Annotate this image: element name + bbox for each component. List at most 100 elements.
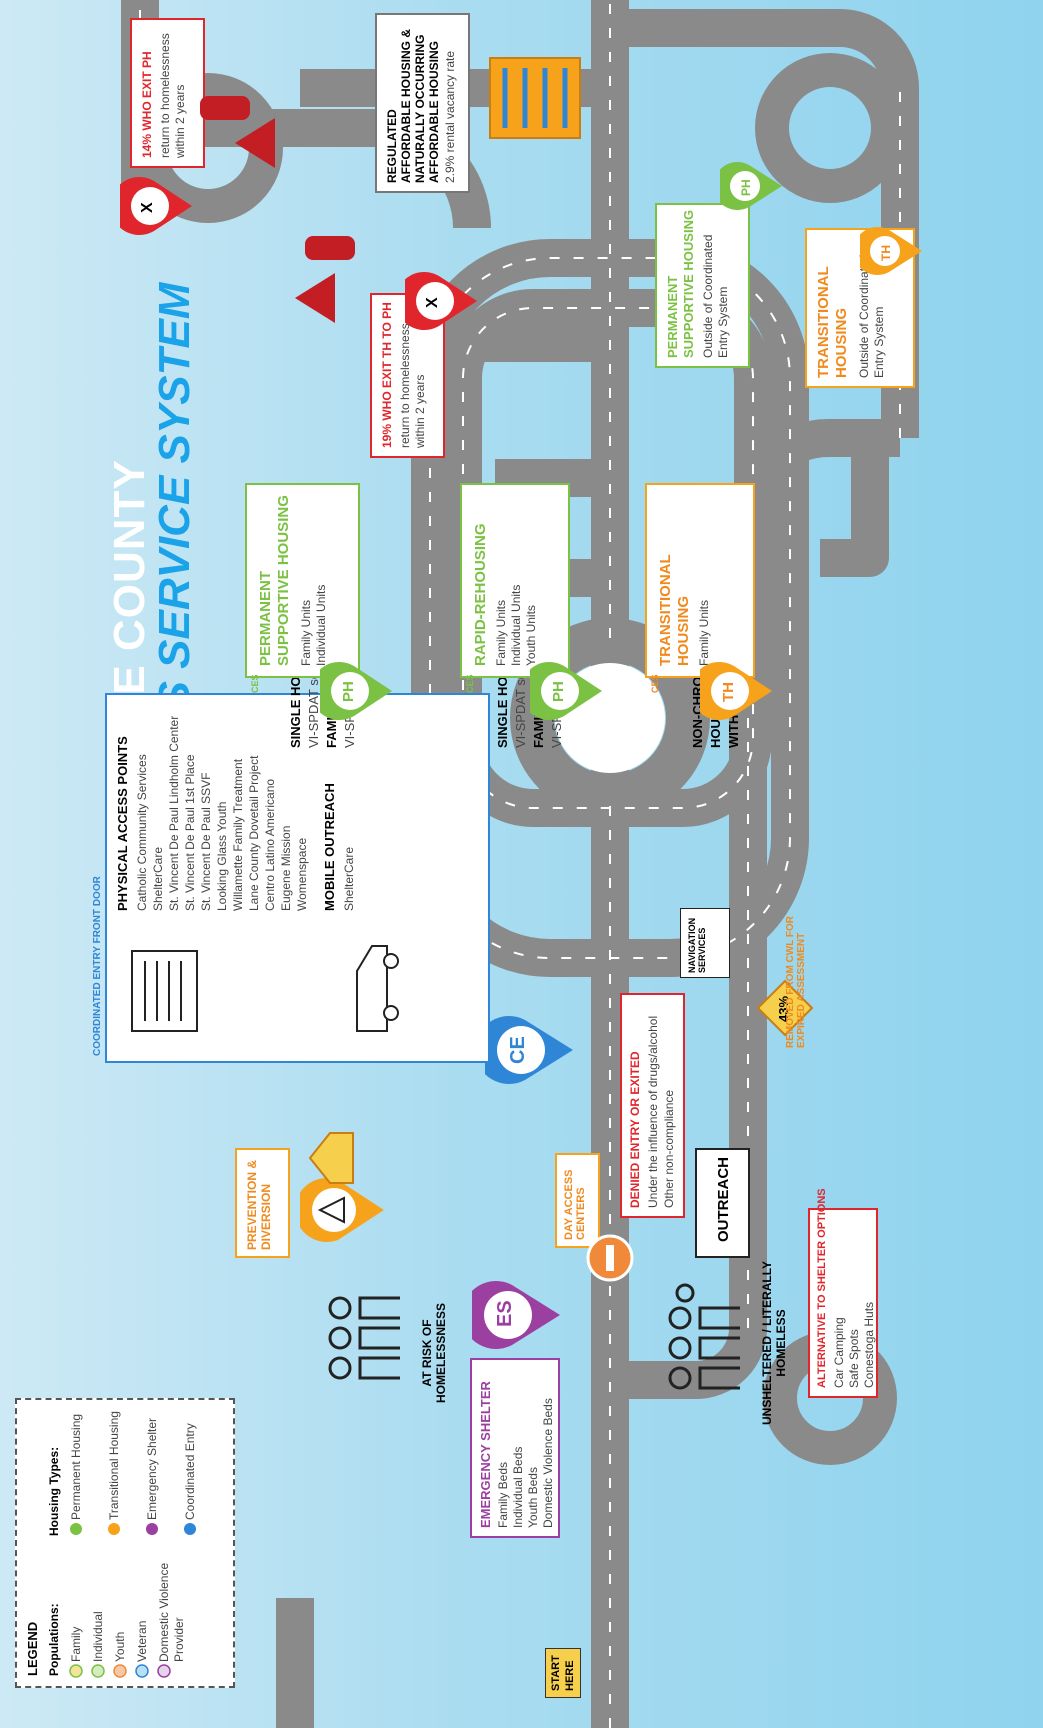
es-pin-label: ES [494, 1300, 516, 1327]
emergency-shelter-box: EMERGENCY SHELTER Family Beds Individual… [470, 1358, 560, 1538]
es-item-3: Youth Beds [526, 1467, 540, 1528]
legend-housing-ph: Permanent Housing [69, 1413, 83, 1520]
th-item-1: Family Units [697, 599, 711, 666]
right-riser [610, 9, 919, 89]
front-door-box: PHYSICAL ACCESS POINTS Catholic Communit… [105, 693, 490, 1063]
es-item-4: Domestic Violence Beds [541, 1398, 555, 1528]
th-box: TRANSITIONAL HOUSING Family Units [645, 483, 755, 678]
ph-pin-3-label: PH [739, 179, 753, 196]
psh-item-1: Family Units [299, 599, 313, 666]
legend-heading: LEGEND [25, 1621, 40, 1676]
legend-housing-heading: Housing Types: [47, 1446, 61, 1536]
th-out-t2: HOUSING [833, 307, 850, 378]
apartment-building-icon [489, 57, 581, 139]
exit14-l2: within 2 years [173, 84, 187, 158]
denied-item-2: Other non-compliance [662, 1089, 676, 1208]
ph-pin-2 [530, 662, 602, 720]
psh-box: PERMANENT SUPPORTIVE HOUSING Family Unit… [245, 483, 360, 678]
denied-box: DENIED ENTRY OR EXITED Under the influen… [620, 993, 685, 1218]
rrh-ces: CES [465, 674, 475, 693]
th-pin-1 [700, 662, 772, 720]
alt-item-1: Car Camping [832, 1317, 846, 1388]
access-point-5: St. Vincent De Paul SSVF [199, 772, 213, 911]
affordable-l5: 2.9% rental vacancy rate [443, 50, 457, 183]
psh-out-t2: SUPPORTIVE HOUSING [681, 209, 696, 358]
access-point-9: Centro Latino Americano [263, 778, 277, 911]
ph-pin-2-label: PH [550, 681, 567, 702]
affordable-l1: REGULATED [385, 109, 399, 183]
psh-t2: SUPPORTIVE HOUSING [275, 495, 292, 666]
th-icon [108, 1523, 120, 1535]
start-sign: START HERE [545, 1648, 581, 1698]
day-access-label: DAY ACCESS CENTERS [563, 1169, 587, 1240]
legend: LEGEND Populations: Housing Types: Famil… [15, 1398, 235, 1688]
unsheltered-label: UNSHELTERED / LITERALLY HOMELESS [760, 1261, 788, 1426]
th-pin-2 [860, 227, 922, 275]
alternatives-box: ALTERNATIVE TO SHELTER OPTIONS Car Campi… [808, 1188, 878, 1398]
ph-pin-3 [720, 162, 782, 210]
th-out-t1: TRANSITIONAL [815, 266, 832, 378]
exit19-l1: return to homelessness [398, 323, 412, 448]
psh-out-t1: PERMANENT [665, 275, 680, 358]
alt-item-2: Safe Spots [847, 1329, 861, 1388]
legend-housing-th: Transitional Housing [107, 1411, 121, 1520]
affordable-l3: NATURALLY OCCURRING [413, 34, 427, 183]
denied-item-1: Under the influence of drugs/alcohol [646, 1015, 660, 1208]
psh-out-l2: Entry System [716, 286, 730, 358]
access-point-10: Eugene Mission [279, 825, 293, 911]
youth-icon [113, 1664, 127, 1678]
individual-icon [91, 1664, 105, 1678]
dv-provider-icon [157, 1664, 171, 1678]
outreach-box: OUTREACH [695, 1148, 750, 1258]
prevention-box: PREVENTION & DIVERSION [235, 1148, 290, 1258]
psh-out-box: PERMANENT SUPPORTIVE HOUSING Outside of … [655, 203, 750, 368]
legend-pop-youth: Youth [113, 1631, 127, 1662]
at-risk-label: AT RISK OF HOMELESSNESS [420, 1302, 448, 1404]
access-point-11: Womenspace [295, 837, 309, 911]
psh-t1: PERMANENT [257, 570, 274, 666]
affordable-l4: AFFORDABLE HOUSING [427, 41, 441, 183]
legend-housing-ce: Coordinated Entry [183, 1423, 197, 1520]
legend-pop-dv: Domestic Violence Provider [157, 1562, 186, 1662]
van-icon [356, 945, 399, 1032]
exit14-pct: 14% WHO EXIT PH [140, 51, 154, 158]
es-item-1: Family Beds [496, 1461, 510, 1528]
front-door-banner: COORDINATED ENTRY FRONT DOOR [92, 876, 103, 1056]
ph-pin-1 [320, 662, 392, 720]
mobile-item-1: ShelterCare [342, 846, 356, 911]
legend-populations-heading: Populations: [47, 1603, 61, 1676]
exit14-pin [120, 177, 192, 235]
car-icon-2 [200, 96, 250, 120]
es-item-2: Individual Beds [511, 1446, 525, 1528]
ce-icon [184, 1523, 196, 1535]
th-pin-2-label: TH [879, 245, 893, 261]
unsheltered-people-icon [668, 1283, 740, 1390]
physical-title: PHYSICAL ACCESS POINTS [115, 736, 130, 911]
removed-sign [756, 979, 814, 1037]
es-icon [146, 1523, 158, 1535]
legend-pop-individual: Individual [91, 1611, 105, 1662]
affordable-l2: AFFORDABLE HOUSING & [399, 29, 413, 183]
denied-title: DENIED ENTRY OR EXITED [628, 1051, 642, 1208]
ph-pin-1-label: PH [340, 681, 357, 702]
car-icon-1 [305, 236, 355, 260]
start-line2: HERE [564, 1660, 576, 1691]
tent-icon-1 [295, 273, 335, 323]
rrh-item-3: Youth Units [524, 605, 538, 666]
th-ces: CES [650, 674, 660, 693]
psh-item-2: Individual Units [314, 584, 328, 666]
ph-icon [70, 1523, 82, 1535]
loop-outer-dash [429, 257, 791, 959]
loop-inner-dash [462, 307, 754, 809]
prevention-pin [300, 1178, 384, 1242]
mobile-title: MOBILE OUTREACH [322, 783, 337, 911]
family-icon [69, 1664, 83, 1678]
warning-icon [317, 1196, 345, 1224]
ce-pin [485, 1016, 573, 1084]
exit14-pin-label: X [139, 202, 156, 213]
small-loop-lower [755, 53, 905, 203]
exit14-box: 14% WHO EXIT PH return to homelessness w… [130, 18, 205, 168]
access-point-6: Looking Glass Youth [215, 801, 229, 911]
building-icon [131, 950, 198, 1032]
